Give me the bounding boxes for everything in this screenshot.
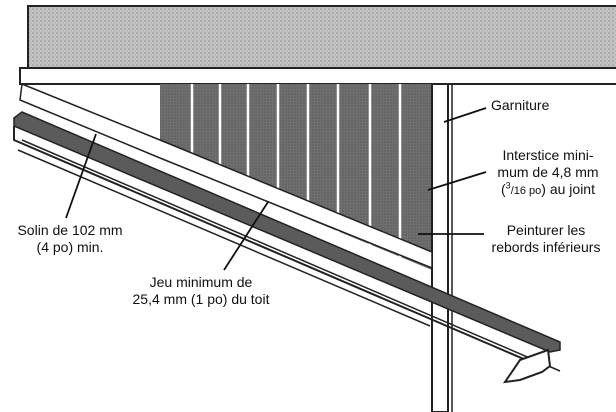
interstice-line3: (3/16 po) au joint xyxy=(480,181,616,200)
leader-jeu xyxy=(223,201,269,271)
label-interstice: Interstice mini- mum de 4,8 mm (3/16 po)… xyxy=(480,147,616,200)
jeu-line1: Jeu minimum de xyxy=(149,274,253,290)
interstice-line1: Interstice mini- xyxy=(502,147,594,163)
trim-corner xyxy=(431,83,449,412)
label-peinturer: Peinturer les rebords inférieurs xyxy=(478,222,614,256)
interstice-open-paren: ( xyxy=(501,181,506,197)
interstice-superscript: 3 xyxy=(505,180,511,191)
interstice-rest: ) au joint xyxy=(541,181,595,197)
flashing-band xyxy=(19,82,433,270)
label-solin: Solin de 102 mm (4 po) min. xyxy=(2,222,138,256)
leader-garniture xyxy=(443,107,487,123)
garniture-text: Garniture xyxy=(491,97,550,113)
interstice-fraction: /16 po xyxy=(510,185,542,197)
jeu-line2: 25,4 mm (1 po) du toit xyxy=(132,291,270,307)
peinturer-line2: rebords inférieurs xyxy=(491,239,601,255)
interstice-line2: mum de 4,8 mm xyxy=(497,164,599,180)
solin-line1: Solin de 102 mm xyxy=(17,222,123,238)
label-jeu: Jeu minimum de 25,4 mm (1 po) du toit xyxy=(116,274,286,308)
fascia-board xyxy=(19,67,616,85)
gutter xyxy=(502,348,552,384)
solin-line2: (4 po) min. xyxy=(36,239,104,255)
label-garniture: Garniture xyxy=(491,97,549,114)
peinturer-line1: Peinturer les xyxy=(506,222,586,238)
leader-lines xyxy=(65,107,487,271)
siding-panels xyxy=(160,84,432,270)
leader-interstice xyxy=(427,171,487,191)
soffit-box xyxy=(27,5,616,69)
leader-solin xyxy=(65,133,97,219)
